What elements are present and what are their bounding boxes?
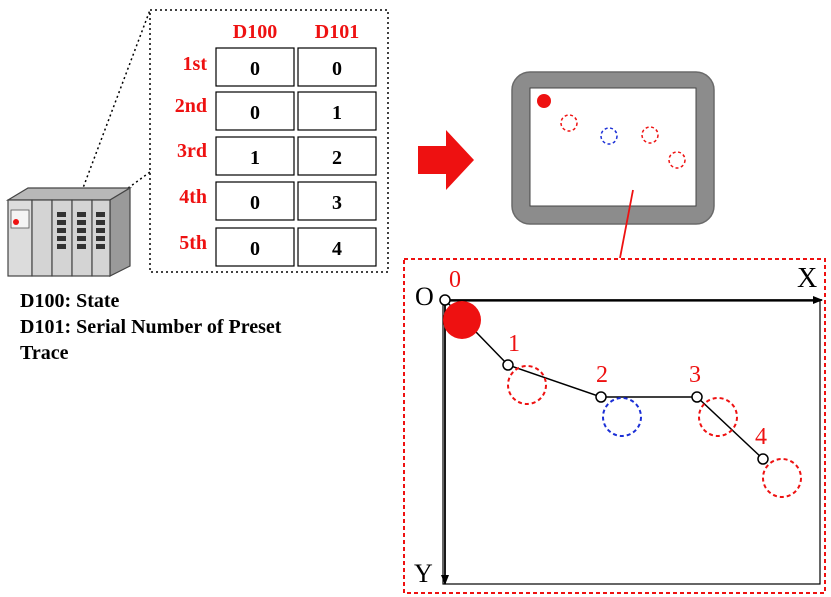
cell-d101: 4 bbox=[332, 238, 342, 260]
point-label-4: 4 bbox=[755, 424, 767, 450]
right-arrow-icon bbox=[418, 130, 474, 190]
row-label-1st: 1st bbox=[183, 53, 208, 75]
hmi-screen bbox=[511, 71, 715, 259]
column-header-d100: D100 bbox=[233, 21, 277, 43]
preview-filled-point bbox=[537, 94, 551, 108]
row-label-5th: 5th bbox=[179, 232, 207, 254]
cell-d101: 2 bbox=[332, 147, 342, 169]
cell-box bbox=[297, 91, 377, 131]
origin-label: O bbox=[415, 282, 434, 311]
plc-device-icon bbox=[5, 9, 151, 277]
connector-line bbox=[619, 189, 634, 259]
cell-d100: 0 bbox=[250, 102, 260, 124]
preview-trace-point bbox=[668, 151, 686, 169]
trace-vertex bbox=[757, 453, 769, 465]
cell-box bbox=[297, 181, 377, 221]
trace-vertex bbox=[439, 294, 451, 306]
preview-trace-point bbox=[600, 127, 618, 145]
point-label-0: 0 bbox=[449, 267, 461, 293]
trace-marker bbox=[507, 365, 547, 405]
point-label-3: 3 bbox=[689, 362, 701, 388]
cell-box bbox=[215, 136, 295, 176]
legend-d100: D100: State bbox=[20, 290, 120, 312]
trace-plot-area bbox=[442, 300, 821, 585]
cell-box bbox=[297, 227, 377, 267]
cell-d101: 0 bbox=[332, 58, 342, 80]
register-table: D100 D101 1st 0 0 2nd 0 1 3rd 1 2 4th 0 … bbox=[149, 9, 389, 273]
trace-vertex bbox=[691, 391, 703, 403]
point-label-2: 2 bbox=[596, 362, 608, 388]
y-axis-label: Y bbox=[414, 559, 433, 588]
cell-d100: 0 bbox=[250, 192, 260, 214]
preview-trace-point bbox=[641, 126, 659, 144]
trace-marker bbox=[698, 397, 738, 437]
row-label-2nd: 2nd bbox=[175, 95, 207, 117]
cell-d100: 0 bbox=[250, 238, 260, 260]
trace-marker bbox=[762, 458, 802, 498]
cell-box bbox=[215, 227, 295, 267]
cell-box bbox=[215, 47, 295, 87]
trace-panel-frame bbox=[403, 258, 826, 594]
cell-box bbox=[297, 47, 377, 87]
row-label-4th: 4th bbox=[179, 186, 207, 208]
cell-box bbox=[215, 181, 295, 221]
cell-box bbox=[215, 91, 295, 131]
x-axis-label: X bbox=[797, 263, 817, 294]
trace-marker-filled bbox=[443, 301, 481, 339]
cell-d101: 1 bbox=[332, 102, 342, 124]
cell-d100: 1 bbox=[250, 147, 260, 169]
trace-marker bbox=[602, 397, 642, 437]
trace-vertex bbox=[595, 391, 607, 403]
cell-d101: 3 bbox=[332, 192, 342, 214]
column-header-d101: D101 bbox=[315, 21, 359, 43]
legend-d101: D101: Serial Number of Preset bbox=[20, 316, 282, 338]
preview-trace-point bbox=[560, 114, 578, 132]
cell-d100: 0 bbox=[250, 58, 260, 80]
point-label-1: 1 bbox=[508, 331, 520, 357]
legend-d101-cont: Trace bbox=[20, 342, 69, 364]
register-legend: D100: State D101: Serial Number of Prese… bbox=[20, 288, 400, 366]
cell-box bbox=[297, 136, 377, 176]
trace-vertex bbox=[502, 359, 514, 371]
trace-panel: O X Y 0 1 2 3 4 bbox=[403, 258, 826, 594]
row-label-3rd: 3rd bbox=[177, 140, 207, 162]
